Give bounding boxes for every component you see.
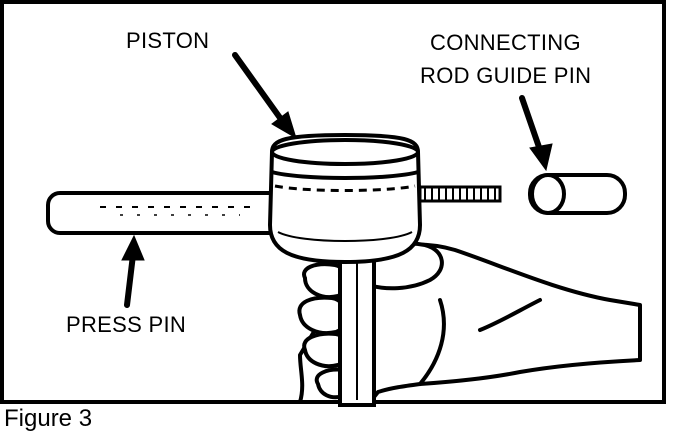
- connecting-rod-shaft: [338, 238, 376, 407]
- piston-label: PISTON: [126, 28, 209, 53]
- guide-pin-label-line1: CONNECTING: [430, 30, 581, 55]
- callout-arrows: [121, 52, 553, 308]
- guide-pin-shape: [528, 173, 627, 215]
- figure-caption: Figure 3: [4, 405, 93, 432]
- press-pin-shape: [46, 191, 290, 235]
- piston-shape: [268, 133, 422, 264]
- press-pin-arrow: [124, 252, 136, 308]
- thread-section: [418, 185, 502, 203]
- piston-arrow: [232, 52, 286, 125]
- guide-pin-label-line2: ROD GUIDE PIN: [420, 63, 591, 88]
- press-pin-label: PRESS PIN: [66, 312, 186, 337]
- guide-pin-arrow: [519, 95, 543, 153]
- hand-illustration: [297, 241, 642, 404]
